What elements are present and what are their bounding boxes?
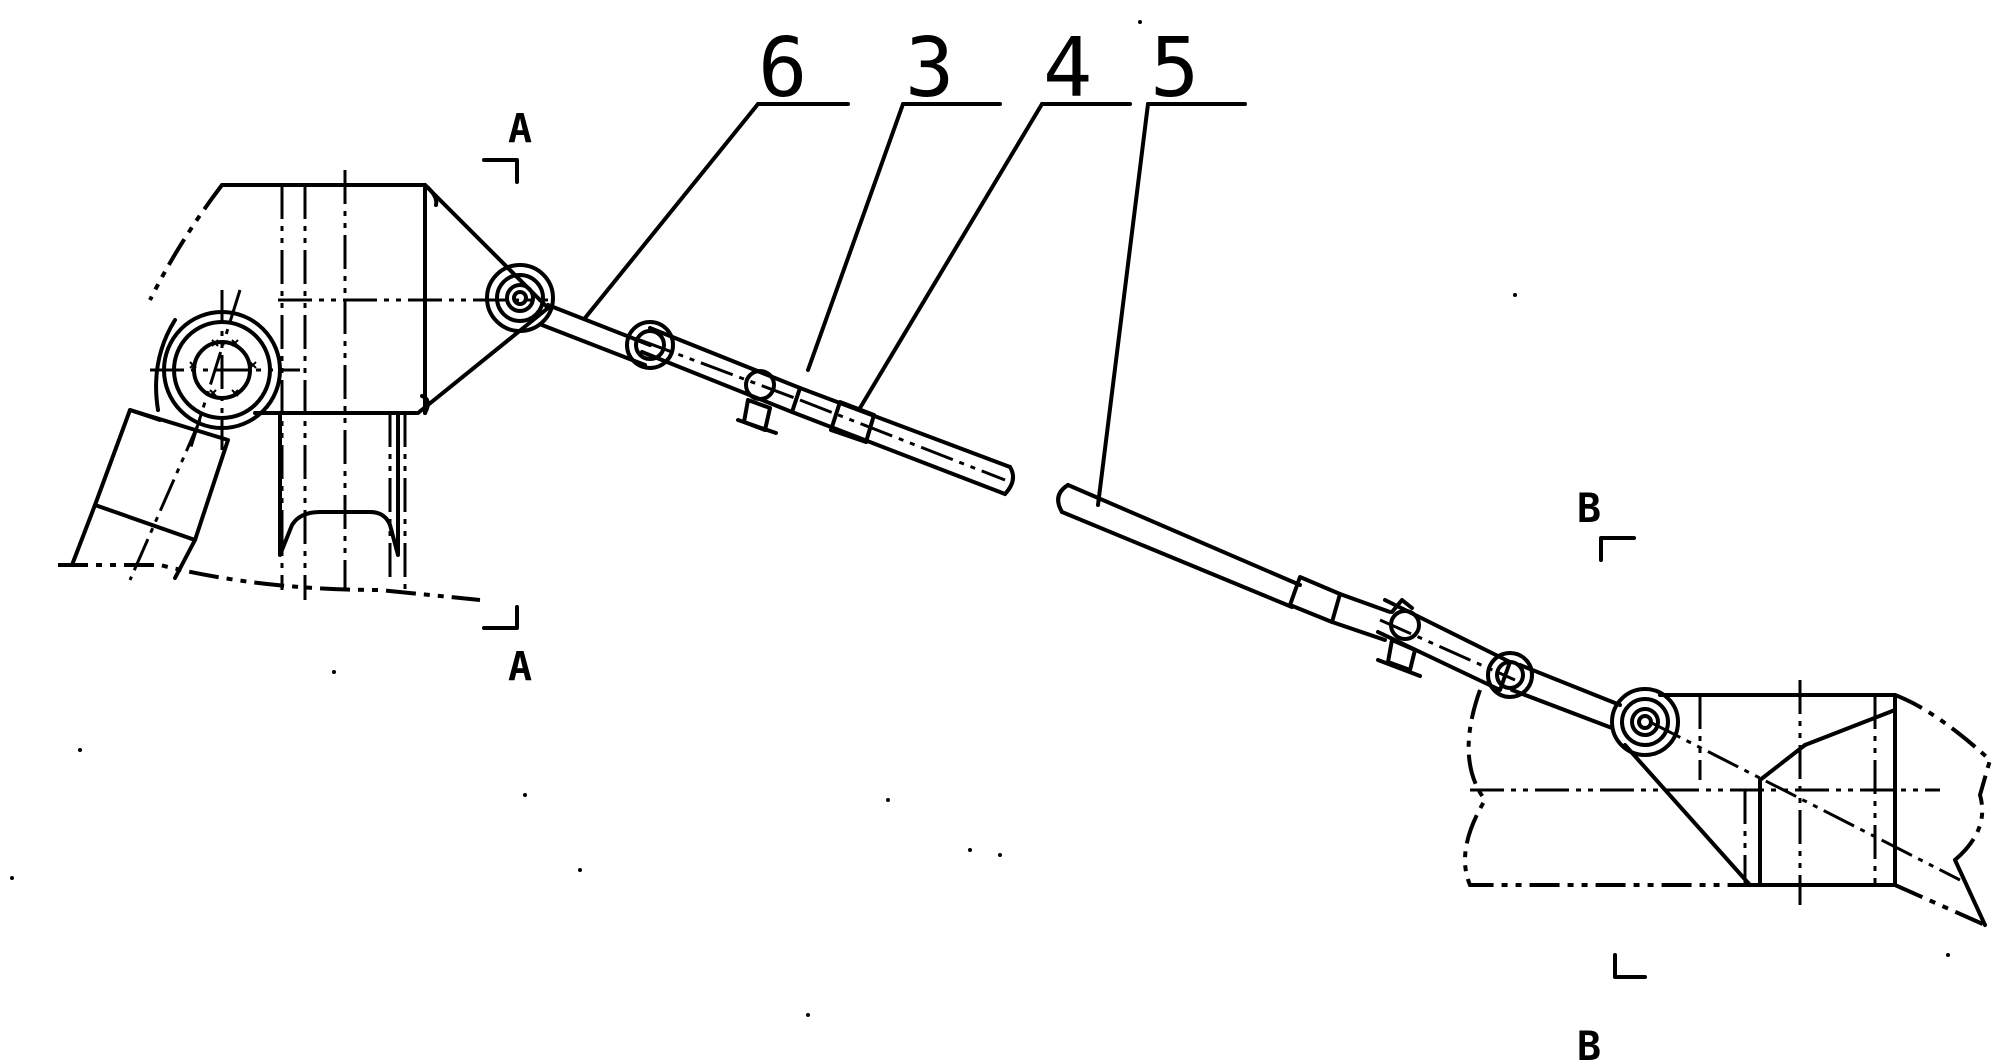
leader-labels: 6 3 4 5	[583, 21, 1247, 507]
turnbuckle-bolt-icon	[736, 369, 778, 435]
leader-lines	[583, 102, 1247, 507]
hub-bolts-icon	[189, 339, 257, 397]
label-part-6: 6	[758, 21, 807, 116]
section-mark-a-bottom: A	[508, 644, 532, 690]
label-part-3: 3	[905, 21, 954, 116]
right-rod-assembly	[1056, 483, 1622, 730]
section-mark-a-top: A	[508, 106, 532, 152]
section-arrow-a-bottom	[482, 605, 519, 630]
section-arrow-a-top	[482, 158, 519, 184]
section-arrow-b-bottom	[1613, 953, 1647, 979]
left-rod-assembly	[540, 303, 1016, 496]
label-part-5: 5	[1150, 21, 1199, 116]
right-bracket-assembly	[1463, 680, 1993, 927]
label-part-4: 4	[1043, 21, 1092, 116]
section-mark-b-bottom: B	[1577, 1024, 1601, 1064]
left-bracket-assembly	[58, 170, 555, 602]
section-mark-b-top: B	[1577, 486, 1601, 532]
turnbuckle-bolt-right-icon	[1376, 598, 1422, 678]
section-arrow-b-top	[1599, 536, 1636, 562]
section-marks: A A B B	[482, 106, 1647, 1064]
scan-specks	[10, 20, 1950, 1017]
